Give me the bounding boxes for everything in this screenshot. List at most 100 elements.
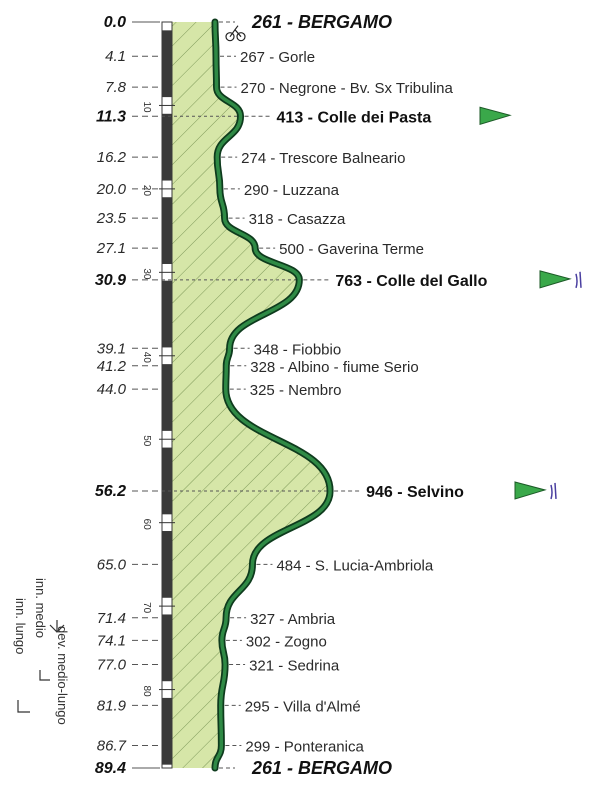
scale-tick-label: 70 [141, 602, 152, 614]
km-label: 11.3 [96, 108, 126, 125]
place-label: 348 - Fiobbio [254, 341, 342, 358]
place-label: 763 - Colle del Gallo [335, 273, 487, 290]
elevation-value: 327 [250, 611, 275, 628]
km-label: 71.4 [97, 610, 126, 627]
elevation-value: 328 [250, 359, 275, 376]
bicycle-frame [229, 25, 242, 38]
separator: - [269, 182, 282, 199]
place-name: BERGAMO [298, 758, 392, 778]
scale-bar-segment [162, 197, 172, 264]
profile-line [213, 20, 332, 770]
bracket-icon [17, 700, 30, 713]
place-label: 299 - Ponteranica [245, 738, 364, 755]
place-label: 413 - Colle dei Pasta [277, 109, 432, 126]
place-name: S. Lucia-Ambriola [315, 557, 434, 574]
elevation-value: 413 [277, 109, 304, 126]
scale-tick-label: 40 [141, 352, 152, 364]
place-label: 270 - Negrone - Bv. Sx Tribulina [241, 80, 454, 97]
elevation-value: 261 [251, 12, 282, 32]
separator: - [282, 12, 298, 32]
flag-icon [539, 270, 572, 289]
elevation-value: 295 [245, 698, 270, 715]
flag-icon [479, 106, 512, 125]
elevation-value: 290 [244, 182, 269, 199]
place-name: Colle dei Pasta [317, 109, 431, 126]
bracket-icon [39, 670, 50, 681]
km-label: 23.5 [96, 210, 127, 227]
elevation-value: 270 [241, 80, 266, 97]
separator: - [275, 611, 288, 628]
place-name: Sedrina [287, 658, 339, 675]
place-name: Negrone - Bv. Sx Tribulina [279, 80, 454, 97]
place-label: 946 - Selvino [366, 484, 464, 501]
elevation-value: 318 [249, 211, 274, 228]
km-label: 4.1 [105, 48, 126, 65]
profile-area-fill [165, 22, 331, 768]
place-name: Ponteranica [284, 738, 365, 755]
scale-bar-segment [162, 697, 172, 765]
elevation-value: 261 [251, 758, 282, 778]
km-label: 0.0 [104, 14, 126, 31]
km-label: 81.9 [97, 697, 127, 714]
scale-tick-label: 10 [141, 101, 152, 113]
arrow-down-icon [49, 620, 65, 633]
bicycle-wheel [236, 32, 246, 42]
separator: - [270, 698, 283, 715]
separator: - [266, 80, 279, 97]
place-name: Gaverina Terme [318, 241, 424, 258]
scale-tick-label: 20 [141, 185, 152, 197]
km-label: 74.1 [97, 632, 126, 649]
km-label: 44.0 [97, 381, 127, 398]
place-label: 290 - Luzzana [244, 182, 340, 199]
km-label: 77.0 [97, 657, 127, 674]
place-name: Fiobbio [292, 341, 341, 358]
place-name: Gorle [278, 49, 315, 66]
elevation-value: 325 [250, 382, 275, 399]
scale-bar-segment [162, 364, 172, 431]
bicycle-icon [225, 25, 246, 42]
separator: - [279, 341, 292, 358]
place-name: BERGAMO [298, 12, 392, 32]
place-label: 302 - Zogno [246, 633, 327, 650]
km-label: 65.0 [97, 556, 127, 573]
place-label: 261 - BERGAMO [251, 758, 392, 778]
place-name: Nembro [288, 382, 341, 399]
scale-tick-label: 80 [141, 686, 152, 698]
km-label: 86.7 [97, 737, 127, 754]
cyclist-icon [575, 271, 582, 289]
side-note: inn. medio [33, 578, 48, 638]
km-label: 39.1 [97, 340, 126, 357]
km-label: 20.0 [96, 181, 127, 198]
place-label: 318 - Casazza [249, 211, 346, 228]
elevation-value: 274 [241, 150, 266, 167]
place-name: Trescore Balneario [279, 150, 405, 167]
separator: - [393, 484, 407, 501]
separator: - [282, 758, 298, 778]
km-label: 56.2 [95, 483, 126, 500]
place-label: 327 - Ambria [250, 611, 336, 628]
scale-tick-label: 30 [141, 268, 152, 280]
km-label: 41.2 [97, 358, 127, 375]
separator: - [275, 382, 288, 399]
place-name: Selvino [407, 484, 464, 501]
elevation-value: 302 [246, 633, 271, 650]
scale-bar-segment [162, 614, 172, 682]
scale-bar-segment [162, 280, 172, 348]
place-name: Colle del Gallo [376, 273, 487, 290]
separator: - [266, 150, 279, 167]
elevation-value: 267 [240, 49, 265, 66]
bicycle-wheel [225, 32, 235, 42]
place-name: Albino - fiume Serio [288, 359, 419, 376]
elevation-value: 500 [279, 241, 304, 258]
separator: - [274, 211, 287, 228]
elevation-value: 946 [366, 484, 393, 501]
scale-bar-segment [162, 447, 172, 515]
km-label: 30.9 [95, 272, 126, 289]
separator: - [274, 658, 287, 675]
flag-icon [514, 481, 547, 500]
km-label: 16.2 [97, 149, 127, 166]
elevation-value: 484 [276, 557, 301, 574]
place-name: Ambria [288, 611, 336, 628]
